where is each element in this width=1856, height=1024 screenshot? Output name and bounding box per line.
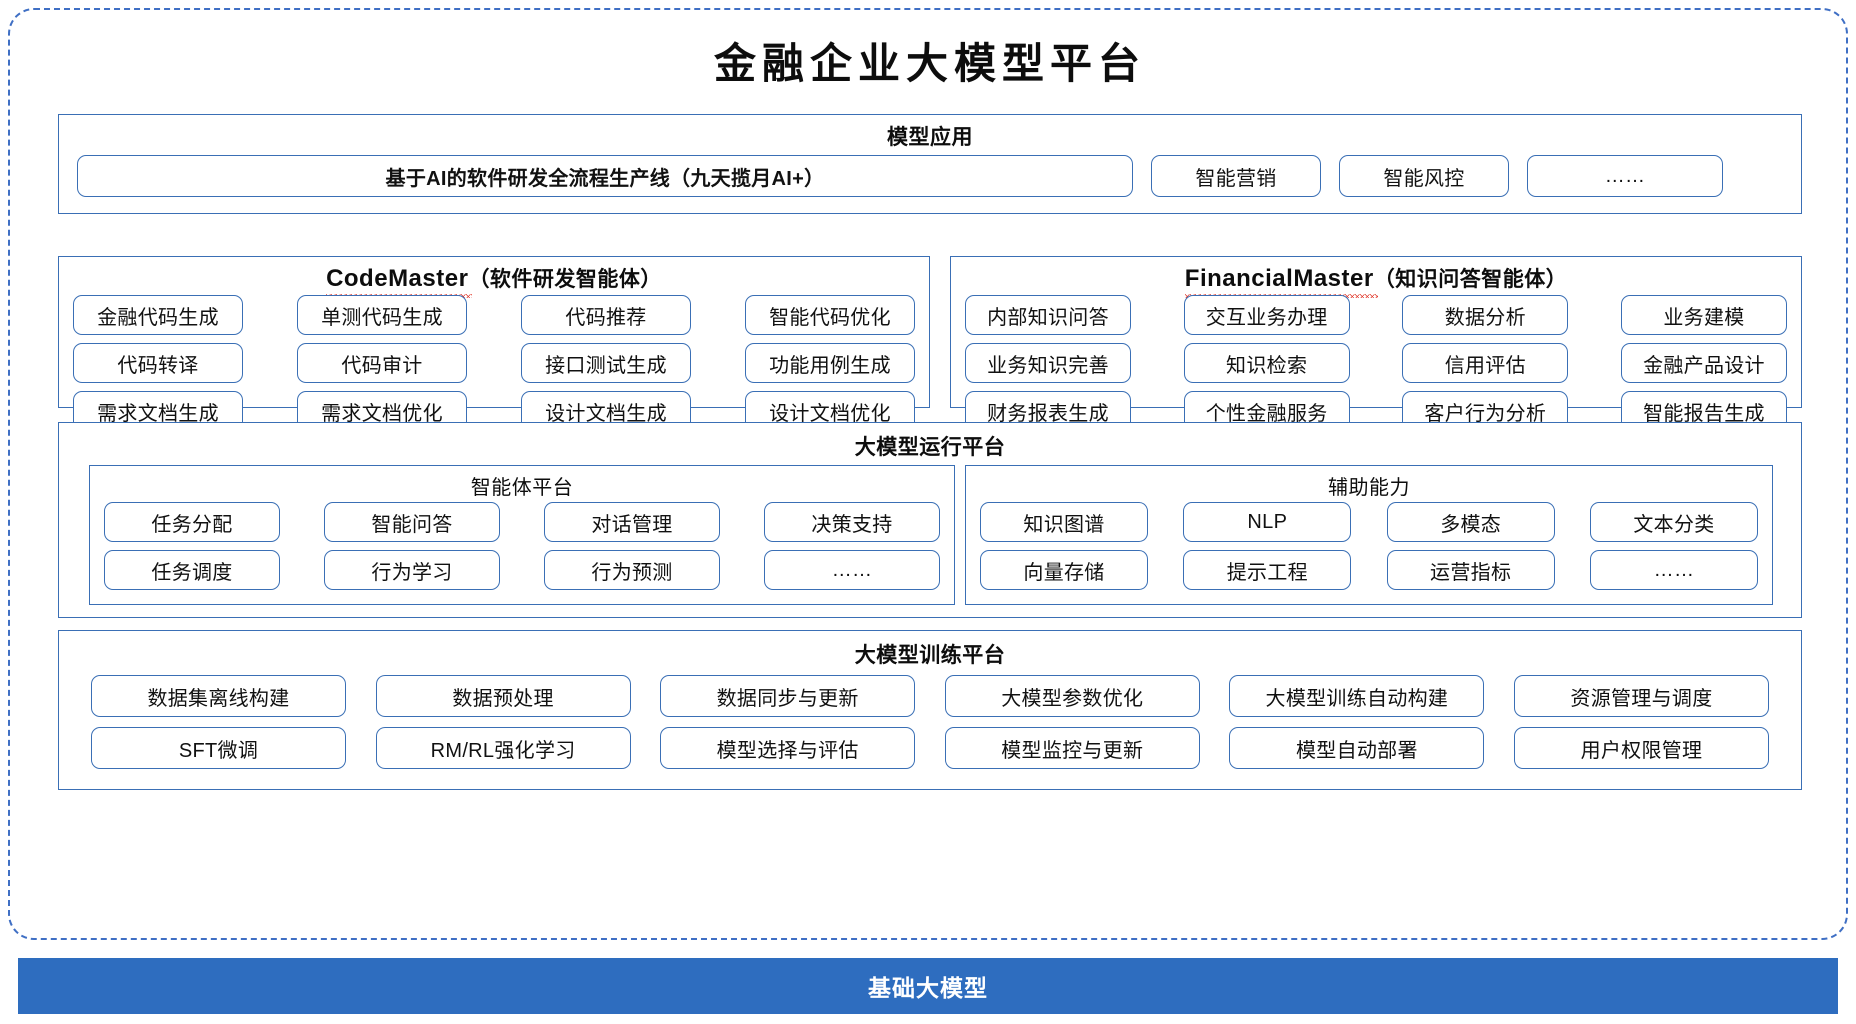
pill-fin-1-1[interactable]: 内部知识问答 [965, 295, 1131, 335]
pill-train-2-5[interactable]: 模型自动部署 [1229, 727, 1485, 769]
auxiliary-row-1: 知识图谱 NLP 多模态 文本分类 [980, 502, 1758, 542]
pill-train-1-3[interactable]: 数据同步与更新 [660, 675, 916, 717]
financial-master-row-2: 业务知识完善 知识检索 信用评估 金融产品设计 [965, 343, 1787, 383]
auxiliary-capability-title: 辅助能力 [1328, 477, 1410, 499]
agent-platform-row-2: 任务调度 行为学习 行为预测 …… [104, 550, 940, 590]
financial-master-title: FinancialMaster（知识问答智能体） [951, 263, 1801, 298]
agent-platform-subpanel: 智能体平台 任务分配 智能问答 对话管理 决策支持 任务调度 行为学习 行为预测… [89, 465, 955, 605]
app-item-smart-risk-control[interactable]: 智能风控 [1339, 155, 1509, 197]
pill-agent-2-4-ellipsis[interactable]: …… [764, 550, 940, 590]
pill-fin-1-4[interactable]: 业务建模 [1620, 295, 1787, 335]
foundation-model-label: 基础大模型 [868, 975, 988, 1001]
pill-fin-2-3[interactable]: 信用评估 [1402, 343, 1569, 383]
pill-code-2-2[interactable]: 代码审计 [297, 343, 467, 383]
outer-dashed-container: 金融企业大模型平台 模型应用 基于AI的软件研发全流程生产线（九天揽月AI+） … [8, 8, 1848, 940]
pill-fin-2-1[interactable]: 业务知识完善 [965, 343, 1131, 383]
training-platform-grid: 数据集离线构建 数据预处理 数据同步与更新 大模型参数优化 大模型训练自动构建 … [91, 675, 1769, 769]
pill-fin-1-3[interactable]: 数据分析 [1402, 295, 1569, 335]
pill-aux-2-3[interactable]: 运营指标 [1386, 550, 1555, 590]
pill-code-1-3[interactable]: 代码推荐 [521, 295, 691, 335]
pill-aux-1-2[interactable]: NLP [1183, 502, 1352, 542]
financial-master-panel: FinancialMaster（知识问答智能体） 内部知识问答 交互业务办理 数… [950, 256, 1802, 431]
training-platform-title: 大模型训练平台 [854, 644, 1006, 667]
code-master-panel: CodeMaster（软件研发智能体） 金融代码生成 单测代码生成 代码推荐 智… [58, 256, 930, 431]
financial-master-title-latin: FinancialMaster [1184, 265, 1378, 298]
training-platform-panel: 大模型训练平台 数据集离线构建 数据预处理 数据同步与更新 大模型参数优化 大模… [58, 630, 1802, 790]
agent-platform-title: 智能体平台 [470, 477, 574, 499]
pill-train-2-4[interactable]: 模型监控与更新 [944, 727, 1200, 769]
code-master-title-latin: CodeMaster [326, 265, 473, 298]
pill-train-1-5[interactable]: 大模型训练自动构建 [1229, 675, 1485, 717]
code-master-row-2: 代码转译 代码审计 接口测试生成 功能用例生成 [73, 343, 915, 383]
auxiliary-capability-grid: 知识图谱 NLP 多模态 文本分类 向量存储 提示工程 运营指标 …… [980, 502, 1758, 590]
pill-aux-1-4[interactable]: 文本分类 [1589, 502, 1758, 542]
pill-agent-2-3[interactable]: 行为预测 [544, 550, 720, 590]
pill-code-1-1[interactable]: 金融代码生成 [73, 295, 243, 335]
model-application-title: 模型应用 [887, 126, 973, 149]
pill-fin-1-2[interactable]: 交互业务办理 [1183, 295, 1350, 335]
foundation-model-bar: 基础大模型 [18, 958, 1838, 1014]
pill-agent-2-2[interactable]: 行为学习 [324, 550, 500, 590]
training-row-1: 数据集离线构建 数据预处理 数据同步与更新 大模型参数优化 大模型训练自动构建 … [91, 675, 1769, 717]
code-master-row-1: 金融代码生成 单测代码生成 代码推荐 智能代码优化 [73, 295, 915, 335]
pill-agent-2-1[interactable]: 任务调度 [104, 550, 280, 590]
pill-code-2-3[interactable]: 接口测试生成 [521, 343, 691, 383]
code-master-grid: 金融代码生成 单测代码生成 代码推荐 智能代码优化 代码转译 代码审计 接口测试… [73, 295, 915, 431]
pill-train-1-2[interactable]: 数据预处理 [375, 675, 631, 717]
financial-master-grid: 内部知识问答 交互业务办理 数据分析 业务建模 业务知识完善 知识检索 信用评估… [965, 295, 1787, 431]
code-master-title: CodeMaster（软件研发智能体） [59, 263, 929, 298]
pill-code-2-4[interactable]: 功能用例生成 [745, 343, 915, 383]
app-item-smart-marketing[interactable]: 智能营销 [1151, 155, 1321, 197]
pill-fin-2-2[interactable]: 知识检索 [1183, 343, 1350, 383]
code-master-title-cn: （软件研发智能体） [468, 268, 662, 291]
pill-train-2-1[interactable]: SFT微调 [91, 727, 346, 769]
pill-train-2-6[interactable]: 用户权限管理 [1513, 727, 1769, 769]
runtime-platform-panel: 大模型运行平台 智能体平台 任务分配 智能问答 对话管理 决策支持 任务调度 行… [58, 422, 1802, 618]
pill-aux-2-4-ellipsis[interactable]: …… [1589, 550, 1758, 590]
pill-code-1-4[interactable]: 智能代码优化 [745, 295, 915, 335]
agent-platform-grid: 任务分配 智能问答 对话管理 决策支持 任务调度 行为学习 行为预测 …… [104, 502, 940, 590]
runtime-platform-title: 大模型运行平台 [854, 436, 1006, 459]
pill-train-1-4[interactable]: 大模型参数优化 [944, 675, 1200, 717]
pill-aux-2-1[interactable]: 向量存储 [980, 550, 1148, 590]
model-application-panel: 模型应用 基于AI的软件研发全流程生产线（九天揽月AI+） 智能营销 智能风控 … [58, 114, 1802, 214]
auxiliary-row-2: 向量存储 提示工程 运营指标 …… [980, 550, 1758, 590]
training-row-2: SFT微调 RM/RL强化学习 模型选择与评估 模型监控与更新 模型自动部署 用… [91, 727, 1769, 769]
pill-train-1-6[interactable]: 资源管理与调度 [1513, 675, 1769, 717]
app-item-ai-pipeline[interactable]: 基于AI的软件研发全流程生产线（九天揽月AI+） [77, 155, 1133, 197]
financial-master-title-cn: （知识问答智能体） [1373, 268, 1568, 291]
pill-fin-2-4[interactable]: 金融产品设计 [1620, 343, 1787, 383]
auxiliary-capability-subpanel: 辅助能力 知识图谱 NLP 多模态 文本分类 向量存储 提示工程 运营指标 …… [965, 465, 1773, 605]
pill-aux-1-3[interactable]: 多模态 [1386, 502, 1555, 542]
agent-platform-row-1: 任务分配 智能问答 对话管理 决策支持 [104, 502, 940, 542]
pill-agent-1-2[interactable]: 智能问答 [324, 502, 500, 542]
pill-code-2-1[interactable]: 代码转译 [73, 343, 243, 383]
app-item-ellipsis[interactable]: …… [1527, 155, 1723, 197]
financial-master-row-1: 内部知识问答 交互业务办理 数据分析 业务建模 [965, 295, 1787, 335]
pill-train-1-1[interactable]: 数据集离线构建 [91, 675, 346, 717]
pill-code-1-2[interactable]: 单测代码生成 [297, 295, 467, 335]
pill-aux-1-1[interactable]: 知识图谱 [980, 502, 1148, 542]
pill-agent-1-4[interactable]: 决策支持 [764, 502, 940, 542]
pill-agent-1-3[interactable]: 对话管理 [544, 502, 720, 542]
pill-aux-2-2[interactable]: 提示工程 [1183, 550, 1352, 590]
page-title: 金融企业大模型平台 [713, 39, 1146, 88]
model-application-items: 基于AI的软件研发全流程生产线（九天揽月AI+） 智能营销 智能风控 …… [77, 155, 1785, 197]
pill-train-2-2[interactable]: RM/RL强化学习 [375, 727, 631, 769]
pill-agent-1-1[interactable]: 任务分配 [104, 502, 280, 542]
pill-train-2-3[interactable]: 模型选择与评估 [660, 727, 916, 769]
